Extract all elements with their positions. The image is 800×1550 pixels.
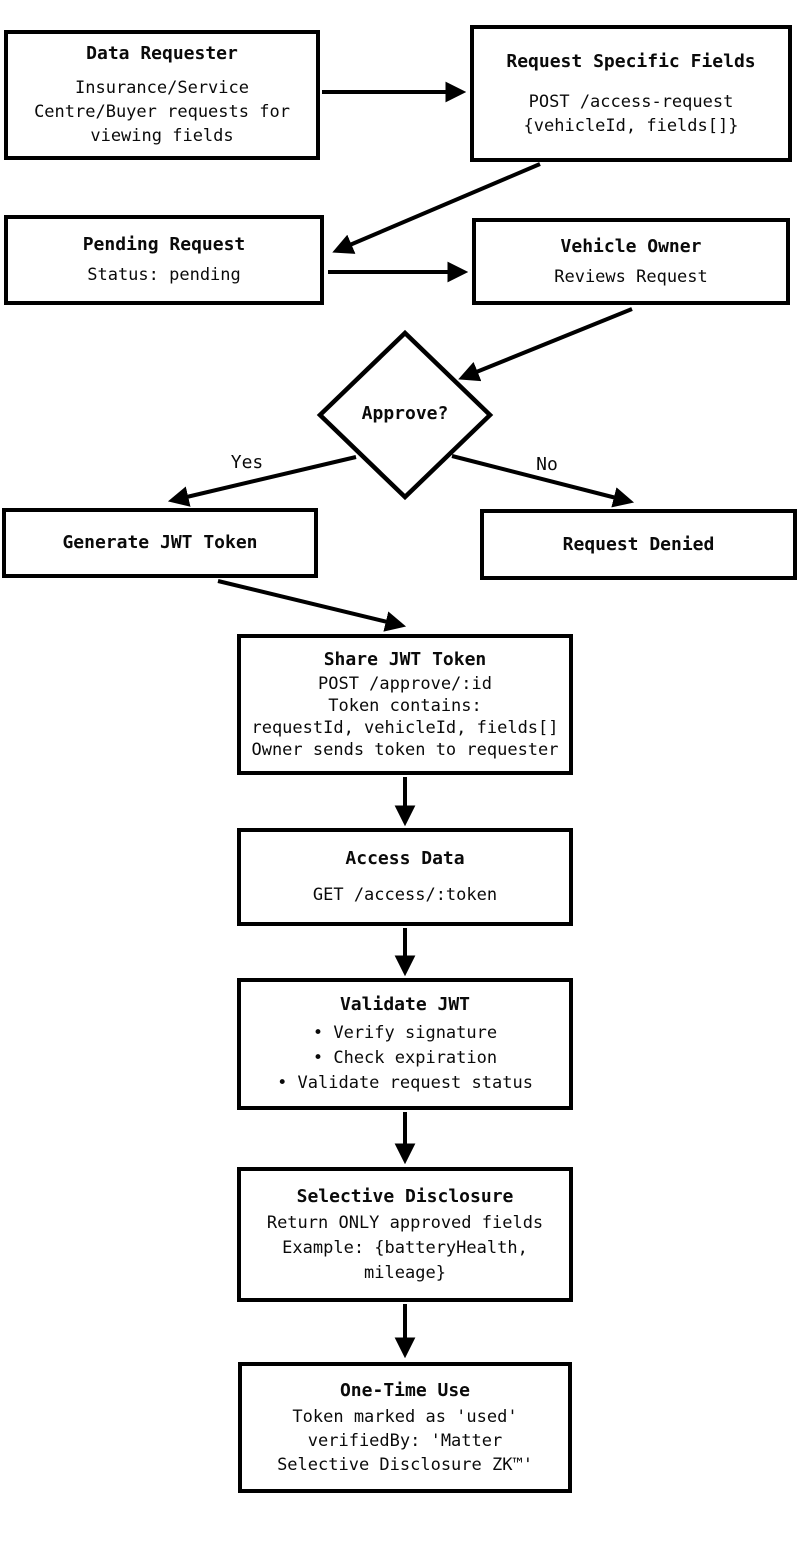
node-share-jwt-token-line: requestId, vehicleId, fields[] [251,717,559,738]
node-validate-jwt-line: • Check expiration [312,1048,498,1068]
node-request-specific-fields-title: Request Specific Fields [506,50,756,72]
node-request-denied: Request Denied [480,509,797,580]
node-one-time-use: One-Time Use Token marked as 'used' veri… [238,1362,572,1493]
node-request-specific-fields-line: {vehicleId, fields[]} [523,115,739,136]
node-selective-disclosure-line: mileage} [364,1262,446,1283]
node-vehicle-owner-title: Vehicle Owner [560,235,702,257]
node-request-specific-fields: Request Specific Fields POST /access-req… [470,25,792,162]
node-selective-disclosure-line: Example: {batteryHealth, [282,1237,528,1258]
node-data-requester-line: Centre/Buyer requests for [34,102,290,122]
node-validate-jwt-line: • Validate request status [277,1073,533,1093]
node-data-requester-line: viewing fields [90,126,234,146]
node-share-jwt-token-line: POST /approve/:id [318,673,492,694]
approve-diamond-shape [316,329,494,501]
node-pending-request-title: Pending Request [82,234,246,255]
node-selective-disclosure-title: Selective Disclosure [296,1185,514,1207]
node-one-time-use-line: Token marked as 'used' [292,1406,518,1427]
node-data-requester-line: Insurance/Service [75,78,249,98]
node-validate-jwt: Validate JWT • Verify signature • Check … [237,978,573,1110]
node-share-jwt-token-line: Owner sends token to requester [251,739,559,760]
node-access-data-line: GET /access/:token [312,885,498,905]
node-vehicle-owner-line: Reviews Request [554,266,708,287]
arrow-owner-to-approve [458,307,633,382]
node-request-specific-fields-line: POST /access-request [528,91,734,112]
node-access-data: Access Data GET /access/:token [237,828,573,926]
node-data-requester: Data Requester Insurance/Service Centre/… [4,30,320,160]
edge-label-yes: Yes [230,452,264,473]
node-selective-disclosure: Selective Disclosure Return ONLY approve… [237,1167,573,1302]
node-generate-jwt-token: Generate JWT Token [2,508,318,578]
node-one-time-use-title: One-Time Use [339,1379,471,1401]
node-generate-jwt-token-title: Generate JWT Token [62,532,258,553]
arrow-approve-no-to-denied [451,454,635,508]
node-pending-request-line: Status: pending [87,265,241,285]
node-validate-jwt-title: Validate JWT [339,994,471,1015]
node-access-data-title: Access Data [345,848,465,869]
node-approve-label: Approve? [361,403,449,424]
edge-label-no: No [536,454,558,475]
arrow-generate-to-share [217,579,407,632]
arrow-approve-yes-to-generate [167,455,357,507]
node-vehicle-owner: Vehicle Owner Reviews Request [472,218,790,305]
arrow-fields-to-pending [332,162,541,254]
node-request-denied-title: Request Denied [562,533,715,555]
node-data-requester-title: Data Requester [86,43,238,64]
node-share-jwt-token-line: Token contains: [328,695,482,716]
node-validate-jwt-line: • Verify signature [312,1023,498,1043]
node-share-jwt-token-title: Share JWT Token [323,648,487,670]
node-one-time-use-line: verifiedBy: 'Matter [307,1430,503,1451]
node-one-time-use-line: Selective Disclosure ZK™' [277,1454,533,1475]
node-share-jwt-token: Share JWT Token POST /approve/:id Token … [237,634,573,775]
node-selective-disclosure-line: Return ONLY approved fields [266,1212,544,1233]
node-pending-request: Pending Request Status: pending [4,215,324,305]
